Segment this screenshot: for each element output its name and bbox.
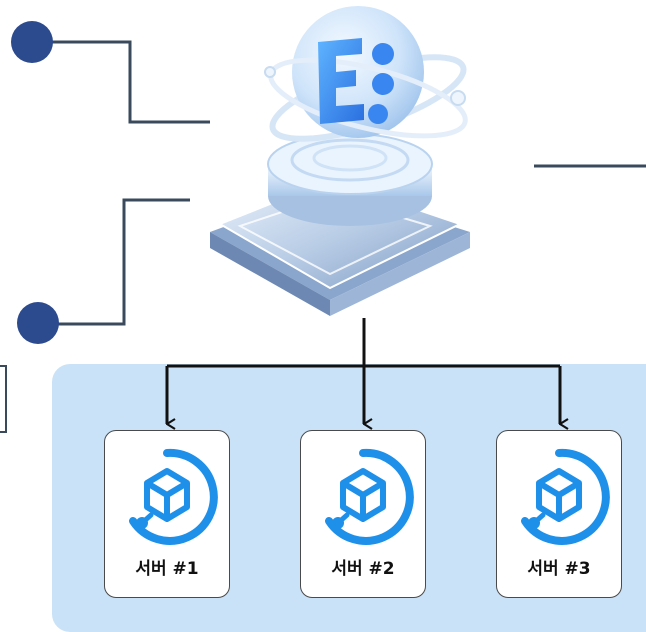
server-cube-icon <box>129 448 218 545</box>
server-card-1: 서버 #1 <box>104 430 230 598</box>
server-label-3: 서버 #3 <box>527 559 591 579</box>
server-card-2: 서버 #2 <box>300 430 426 598</box>
node-dot-bottom <box>17 302 59 344</box>
logo-dot-3 <box>368 104 388 124</box>
left-edge-connector <box>0 365 7 433</box>
server-cube-icon <box>521 448 610 545</box>
server-label-2: 서버 #2 <box>331 559 395 579</box>
server-label-1: 서버 #1 <box>135 559 199 579</box>
hub-logo <box>264 6 468 142</box>
server-cube-icon <box>325 448 414 545</box>
logo-dot-2 <box>372 73 394 95</box>
distribution-arrows <box>165 318 569 430</box>
connector-bottom-left <box>58 198 190 326</box>
connector-top-left <box>50 40 210 124</box>
hub-pedestal <box>267 133 433 226</box>
server-card-3: 서버 #3 <box>496 430 622 598</box>
e-logo-icon <box>318 38 364 124</box>
logo-dot-1 <box>372 43 394 65</box>
node-dot-top <box>11 21 53 63</box>
